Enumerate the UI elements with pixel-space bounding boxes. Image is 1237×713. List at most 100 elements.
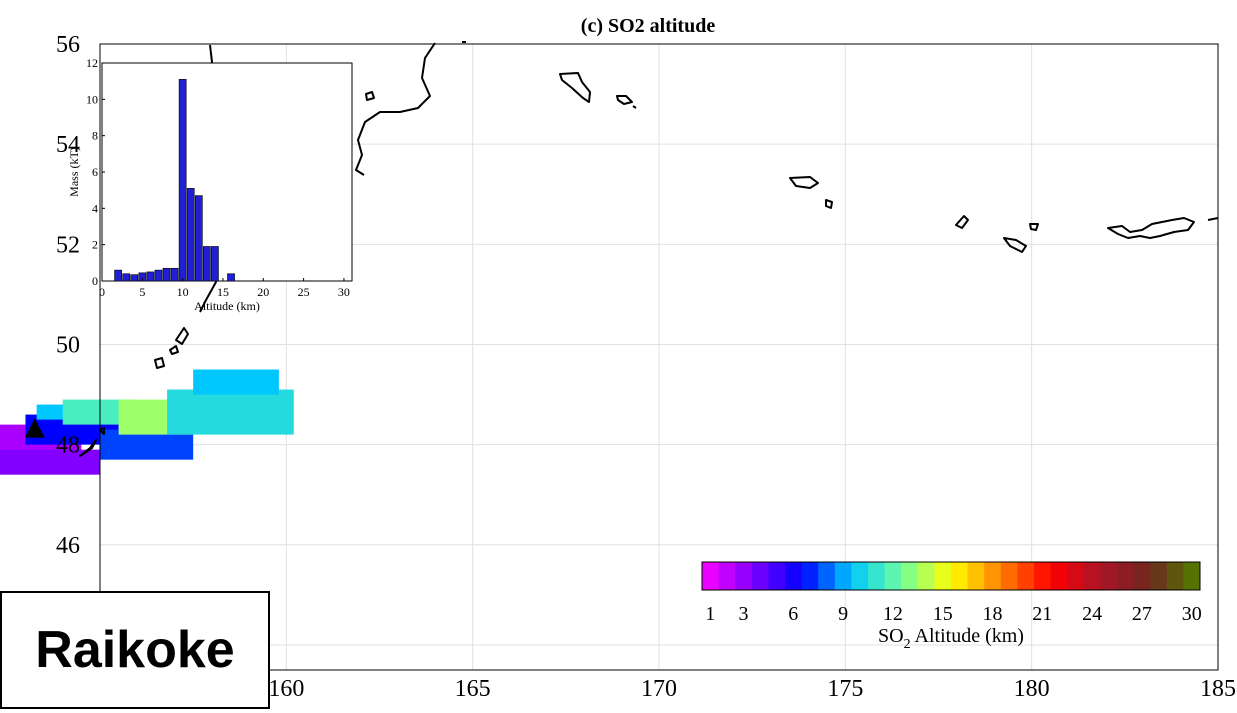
colorbar-swatch	[1133, 562, 1151, 590]
colorbar-swatch	[718, 562, 736, 590]
x-tick-label: 170	[641, 676, 677, 702]
inset-x-tick-label: 25	[298, 285, 310, 299]
inset-y-tick-label: 4	[92, 201, 98, 215]
inset-x-tick-label: 0	[99, 285, 105, 299]
inset-y-tick-label: 12	[86, 56, 98, 70]
plume-cell	[193, 369, 279, 395]
y-tick-label: 50	[56, 332, 80, 358]
colorbar-swatch	[917, 562, 935, 590]
inset-y-tick-label: 8	[92, 129, 98, 143]
colorbar-swatch	[901, 562, 919, 590]
volcano-marker	[24, 418, 45, 438]
coastline-aleutian-4	[1003, 237, 1027, 253]
colorbar-swatch	[1166, 562, 1184, 590]
y-tick-label: 48	[56, 433, 80, 459]
coastline-islet-1	[365, 91, 375, 101]
histogram-bar	[122, 273, 131, 282]
coastline-kuril-5	[175, 327, 189, 345]
colorbar-swatch	[967, 562, 985, 590]
coastline-aleutian-3	[955, 215, 969, 229]
colorbar-tick-label: 18	[983, 603, 1003, 625]
y-tick-label: 46	[56, 533, 80, 559]
colorbar-swatches	[702, 562, 1201, 590]
colorbar-swatch	[1183, 562, 1201, 590]
colorbar-swatch	[951, 562, 968, 590]
colorbar-swatch	[1034, 562, 1051, 590]
x-tick-label: 180	[1014, 676, 1050, 702]
colorbar-swatch	[751, 562, 769, 590]
coastline-kuril-2	[99, 427, 105, 435]
colorbar-tick-label: 12	[883, 603, 903, 625]
inset-x-tick-label: 20	[257, 285, 269, 299]
colorbar-swatch	[1100, 562, 1118, 590]
inset-x-tick-label: 15	[217, 285, 229, 299]
histogram-bar	[114, 269, 122, 282]
inset-x-tick-label: 5	[139, 285, 145, 299]
coastline-aleutian-2	[825, 199, 833, 209]
colorbar-swatch	[1050, 562, 1068, 590]
y-tick-label: 52	[56, 232, 80, 258]
colorbar-swatch	[702, 562, 719, 590]
colorbar-frame	[701, 561, 1201, 591]
histogram-bar	[227, 273, 235, 282]
colorbar-swatch	[785, 562, 802, 590]
colorbar-tick-label: 3	[739, 603, 749, 625]
colorbar-swatch	[1067, 562, 1085, 590]
colorbar-swatch	[768, 562, 786, 590]
histogram-bar	[178, 79, 187, 282]
inset-frame	[101, 62, 353, 282]
histogram-bar	[170, 267, 179, 282]
coastline-islet-3	[616, 95, 633, 105]
coastline-aleutian-1	[789, 176, 819, 189]
colorbar-swatch	[851, 562, 869, 590]
colorbar-swatch	[1083, 562, 1101, 590]
x-tick-label: 165	[455, 676, 491, 702]
coastline-commander-islands	[559, 72, 591, 103]
map-frame	[99, 43, 1219, 671]
so2-plume	[0, 369, 294, 475]
x-tick-label: 175	[827, 676, 863, 702]
coastline-aleutian-5	[1029, 223, 1039, 231]
coastline-kuril-1	[79, 439, 97, 457]
colorbar-swatch	[884, 562, 902, 590]
inset-y-tick-label: 10	[86, 92, 98, 106]
colorbar-tick-label: 30	[1182, 603, 1202, 625]
inset-ylabel: Mass (kT)	[67, 147, 81, 197]
colorbar-swatch	[735, 562, 753, 590]
histogram-bar	[186, 188, 195, 282]
histogram-bar	[194, 195, 203, 282]
histogram-bar	[162, 267, 171, 282]
colorbar-swatch	[1017, 562, 1035, 590]
inset-y-tick-label: 6	[92, 165, 98, 179]
colorbar-tick-label: 24	[1082, 603, 1102, 625]
inset-x-tick-label: 30	[338, 285, 350, 299]
colorbar-swatch	[1000, 562, 1018, 590]
x-tick-label: 185	[1200, 676, 1236, 702]
inset-bars	[114, 79, 235, 282]
histogram-bar	[154, 269, 163, 282]
histogram-bar	[202, 246, 211, 282]
colorbar-tick-label: 21	[1032, 603, 1052, 625]
coastline-kuril-3	[154, 357, 165, 369]
y-tick-label: 54	[56, 132, 80, 158]
coastline-aleutian-6	[1107, 217, 1195, 239]
colorbar-swatch	[868, 562, 885, 590]
inset-y-tick-label: 0	[92, 274, 98, 288]
histogram-bar	[211, 246, 219, 282]
colorbar-swatch	[1117, 562, 1134, 590]
volcano-label: Raikoke	[0, 591, 270, 709]
histogram-bar	[130, 274, 139, 282]
colorbar-tick-label: 27	[1132, 603, 1152, 625]
colorbar-swatch	[801, 562, 819, 590]
inset-x-tick-label: 10	[177, 285, 189, 299]
coastline-islet-4	[632, 105, 637, 109]
colorbar-swatch	[818, 562, 836, 590]
colorbar-tick-label: 6	[788, 603, 798, 625]
inset-xlabel: Altitude (km)	[194, 299, 260, 313]
x-tick-label: 160	[268, 676, 304, 702]
coastline-kamchatka-east	[355, 42, 436, 176]
coastline-aleutian-7	[1207, 217, 1219, 221]
